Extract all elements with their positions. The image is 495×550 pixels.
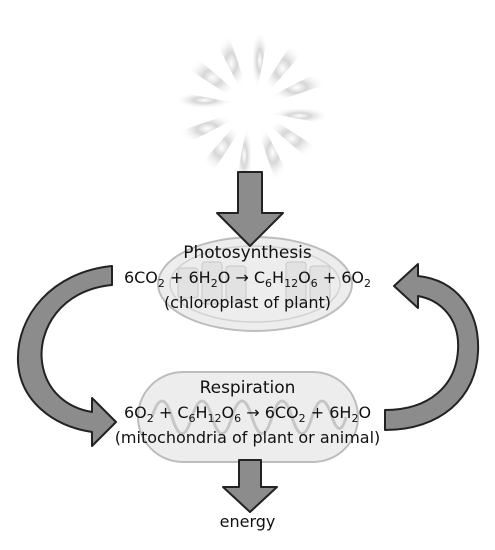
sun-core [236,92,268,124]
sun-ray [267,70,327,104]
sun-ray [235,125,253,186]
sun-ray [199,120,244,175]
respiration-title: Respiration [199,378,296,398]
right-cycle-arrow [384,263,480,431]
sun-ray [214,33,248,93]
sun-ray [174,91,235,109]
energy-label: energy [219,512,276,531]
photosynthesis-title: Photosynthesis [183,243,312,263]
respiration-location: (mitochondria of plant or animal) [114,428,381,447]
sun-ray [256,123,290,183]
sun-ray [269,107,330,125]
sun-ray [185,55,240,100]
sun-ray [264,116,319,161]
sun-ray [177,112,237,146]
respiration-equation: 6O2 + C6H12O6 → 6CO2 + 6H2O [123,403,372,425]
sun-ray [260,41,305,96]
energy-arrow [222,459,278,513]
left-cycle-arrow [16,265,117,447]
sun-burst-icon [174,30,330,186]
photosynthesis-location: (chloroplast of plant) [163,293,332,312]
sunlight-arrow [216,171,284,247]
photosynthesis-equation: 6CO2 + 6H2O → C6H12O6 + 6O2 [123,268,372,290]
sun-ray [251,30,269,91]
